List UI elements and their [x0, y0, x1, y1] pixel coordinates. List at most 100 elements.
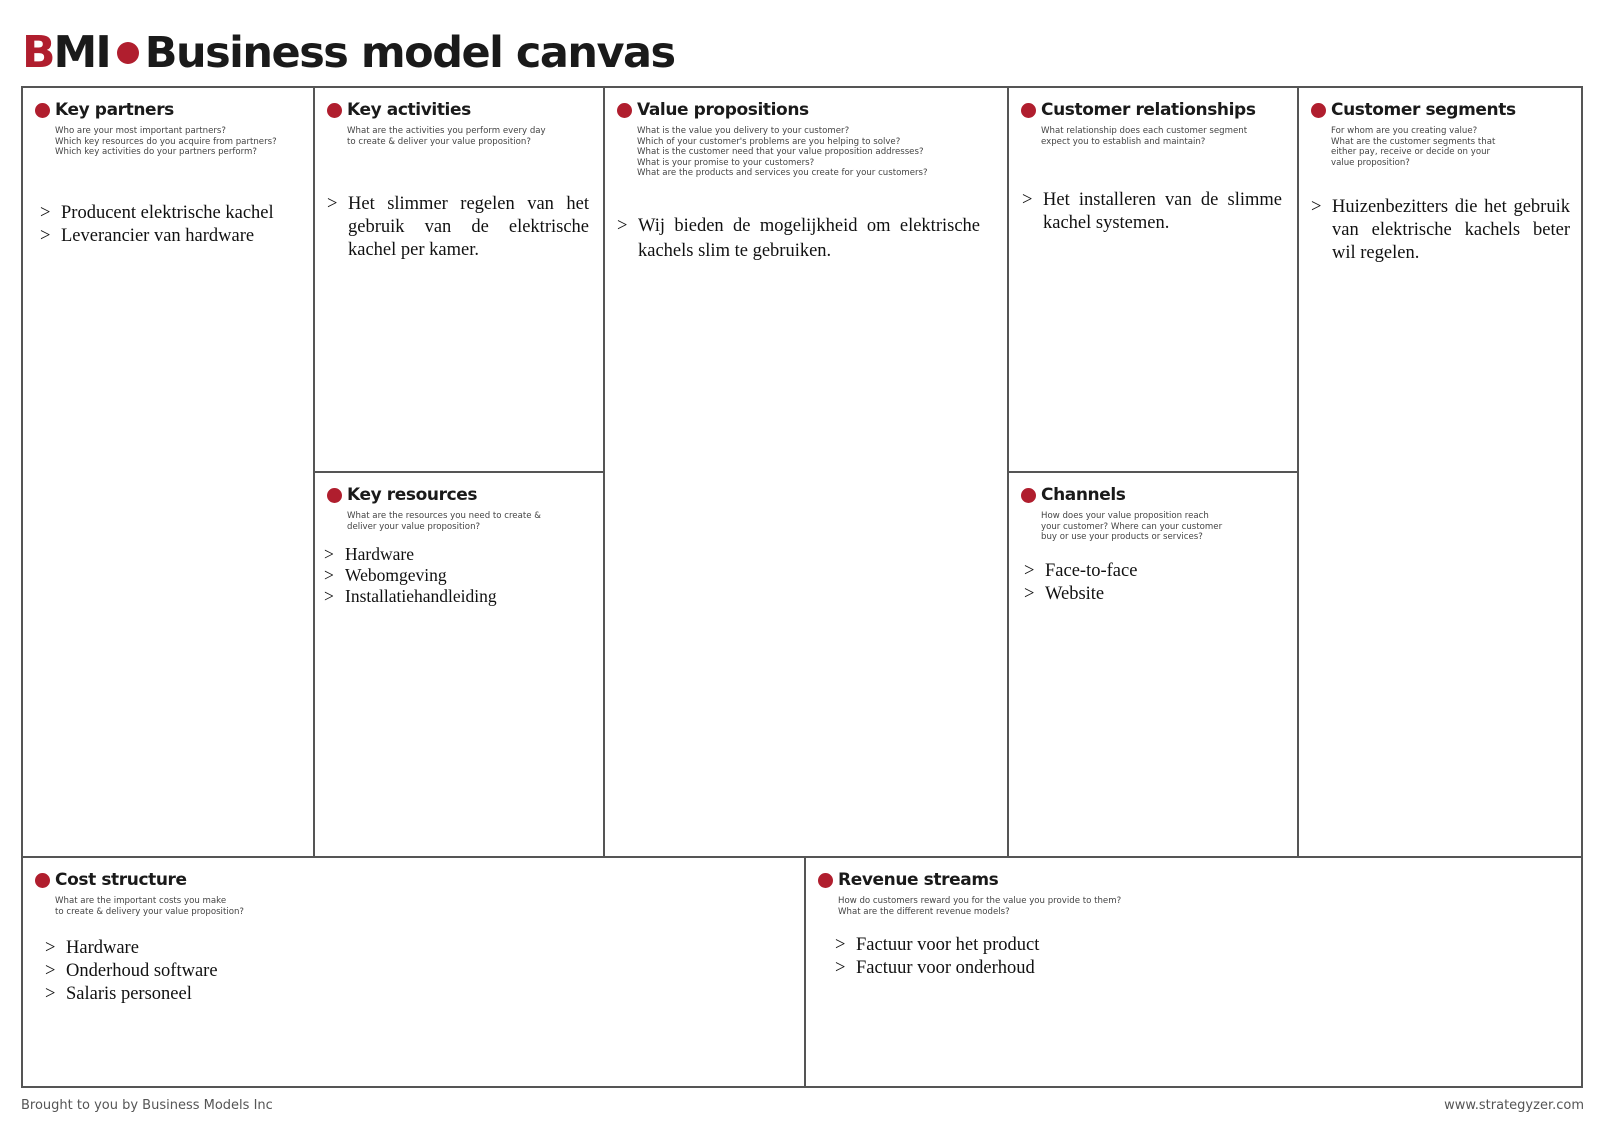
block-entries: >Face-to-face>Website: [1024, 560, 1282, 606]
entry-text: Installatiehandleiding: [345, 586, 497, 606]
description-line: buy or use your products or services?: [1041, 532, 1203, 543]
block-entries: >Producent elektrische kachel> Leverancie…: [40, 202, 302, 248]
entry-marker: >: [45, 961, 56, 981]
entry-text: Huizenbezitters die het gebruik van elek…: [1332, 197, 1570, 263]
entry-text: Het installeren van de slimme kachel sys…: [1043, 190, 1282, 233]
description-line: expect you to establish and maintain?: [1041, 136, 1206, 147]
entry-marker: >: [40, 203, 51, 223]
block-entries: > Factuur voor het product>Factuur voor o…: [835, 934, 1235, 980]
entry-text: Hardware: [345, 544, 414, 564]
description-line: What are the important costs you make: [55, 896, 227, 906]
entry-item: > Leverancier van hardware: [40, 225, 302, 248]
bullet-dot-icon: [1021, 487, 1036, 503]
bullet-dot-icon: [1311, 102, 1326, 118]
bullet-dot-icon: [1021, 102, 1036, 118]
block-revenue-streams: Revenue streams How do customers reward …: [806, 858, 1581, 1088]
block-description: What is the value you delivery to your c…: [637, 126, 928, 179]
page-title: BMI Business model canvas: [22, 26, 676, 80]
block-header: Cost structure: [35, 870, 187, 890]
block-title: Cost structure: [55, 870, 187, 890]
description-line: What is your promise to your customers?: [637, 157, 815, 168]
description-line: What is the value you delivery to your c…: [637, 126, 850, 136]
bullet-dot-icon: [617, 102, 632, 118]
description-line: What are the resources you need to creat…: [347, 511, 541, 521]
entry-marker: >: [1024, 584, 1035, 604]
block-header: Customer segments: [1311, 100, 1516, 120]
entry-item: > Installatiehandleiding: [324, 586, 586, 607]
title-text: Business model canvas: [144, 27, 676, 78]
block-key-partners: Key partners Who are your most important…: [23, 88, 313, 856]
entry-item: > Salaris personeel: [45, 983, 445, 1006]
entry-item: > Huizenbezitters die het gebruik van ele…: [1311, 196, 1570, 265]
entry-marker: >: [1022, 190, 1033, 210]
entry-marker: >: [45, 938, 56, 958]
block-header: Channels: [1021, 485, 1126, 505]
entry-marker: >: [324, 544, 334, 564]
entry-item: > Onderhoud software: [45, 960, 445, 983]
block-header: Value propositions: [617, 100, 809, 120]
entry-text: Het slimmer regelen van het gebruik van …: [348, 194, 589, 260]
block-header: Key activities: [327, 100, 471, 120]
description-line: Which key resources do you acquire from …: [55, 136, 277, 147]
description-line: your customer? Where can your customer: [1041, 521, 1223, 532]
block-description: What are the activities you perform ever…: [347, 126, 546, 147]
bullet-dot-icon: [35, 102, 50, 118]
footer-website: www.strategyzer.com: [1444, 1098, 1584, 1113]
entry-item: > Het slimmer regelen van het gebruik van…: [327, 193, 589, 262]
block-header: Customer relationships: [1021, 100, 1256, 120]
description-line: What are the products and services you c…: [637, 168, 928, 179]
description-line: either pay, receive or decide on your: [1331, 147, 1491, 158]
entry-marker: >: [324, 586, 334, 606]
block-title: Channels: [1041, 485, 1126, 505]
bullet-dot-icon: [327, 102, 342, 118]
entry-marker: >: [1311, 197, 1322, 217]
block-key-resources: Key resources What are the resources you…: [315, 473, 603, 856]
divider: [804, 856, 806, 1088]
block-title: Customer relationships: [1041, 100, 1256, 120]
entry-item: > Het installeren van de slimme kachel sy…: [1022, 189, 1282, 235]
block-description: For whom are you creating value?What are…: [1331, 126, 1495, 168]
entry-marker: >: [40, 226, 51, 246]
block-title: Customer segments: [1331, 100, 1516, 120]
block-entries: > Het slimmer regelen van het gebruik van…: [327, 193, 589, 262]
description-line: How does your value proposition reach: [1041, 511, 1209, 521]
title-dot-icon: [116, 42, 139, 64]
entry-text: Wij bieden de mogelijkheid om elektrisch…: [638, 216, 980, 261]
entry-text: Face-to-face: [1045, 561, 1138, 581]
block-header: Revenue streams: [818, 870, 999, 890]
block-title: Key partners: [55, 100, 174, 120]
business-model-canvas: Key partners Who are your most important…: [21, 86, 1583, 1088]
block-title: Key resources: [347, 485, 478, 505]
entry-text: Hardware: [66, 938, 139, 958]
entry-item: >Webomgeving: [324, 565, 586, 586]
block-entries: > Huizenbezitters die het gebruik van ele…: [1311, 196, 1570, 265]
block-header: Key resources: [327, 485, 478, 505]
entry-text: Webomgeving: [345, 565, 447, 585]
block-value-propositions: Value propositions What is the value you…: [605, 88, 1007, 856]
bullet-dot-icon: [818, 872, 833, 888]
description-line: to create & deliver your value propositi…: [347, 136, 531, 147]
entry-text: Salaris personeel: [66, 984, 192, 1004]
divider: [313, 471, 605, 473]
entry-marker: >: [835, 935, 846, 955]
block-title: Revenue streams: [838, 870, 999, 890]
entry-marker: >: [617, 216, 628, 236]
description-line: deliver your value proposition?: [347, 521, 481, 532]
block-entries: > Hardware>Webomgeving> Installatiehandlei…: [324, 544, 586, 607]
entry-item: >Producent elektrische kachel: [40, 202, 302, 225]
entry-item: >Factuur voor onderhoud: [835, 957, 1235, 980]
entry-text: Factuur voor het product: [856, 935, 1040, 955]
entry-marker: >: [1024, 561, 1035, 581]
entry-text: Leverancier van hardware: [61, 226, 255, 246]
description-line: Which key activities do your partners pe…: [55, 147, 257, 158]
description-line: What are the customer segments that: [1331, 136, 1496, 147]
description-line: What are the activities you perform ever…: [347, 126, 546, 136]
footer-credit: Brought to you by Business Models Inc: [21, 1098, 273, 1113]
entry-text: Onderhoud software: [66, 961, 218, 981]
entry-marker: >: [835, 958, 846, 978]
description-line: How do customers reward you for the valu…: [838, 896, 1122, 906]
entry-marker: >: [327, 194, 338, 214]
block-description: Who are your most important partners?Whi…: [55, 126, 277, 158]
entry-marker: >: [45, 984, 56, 1004]
